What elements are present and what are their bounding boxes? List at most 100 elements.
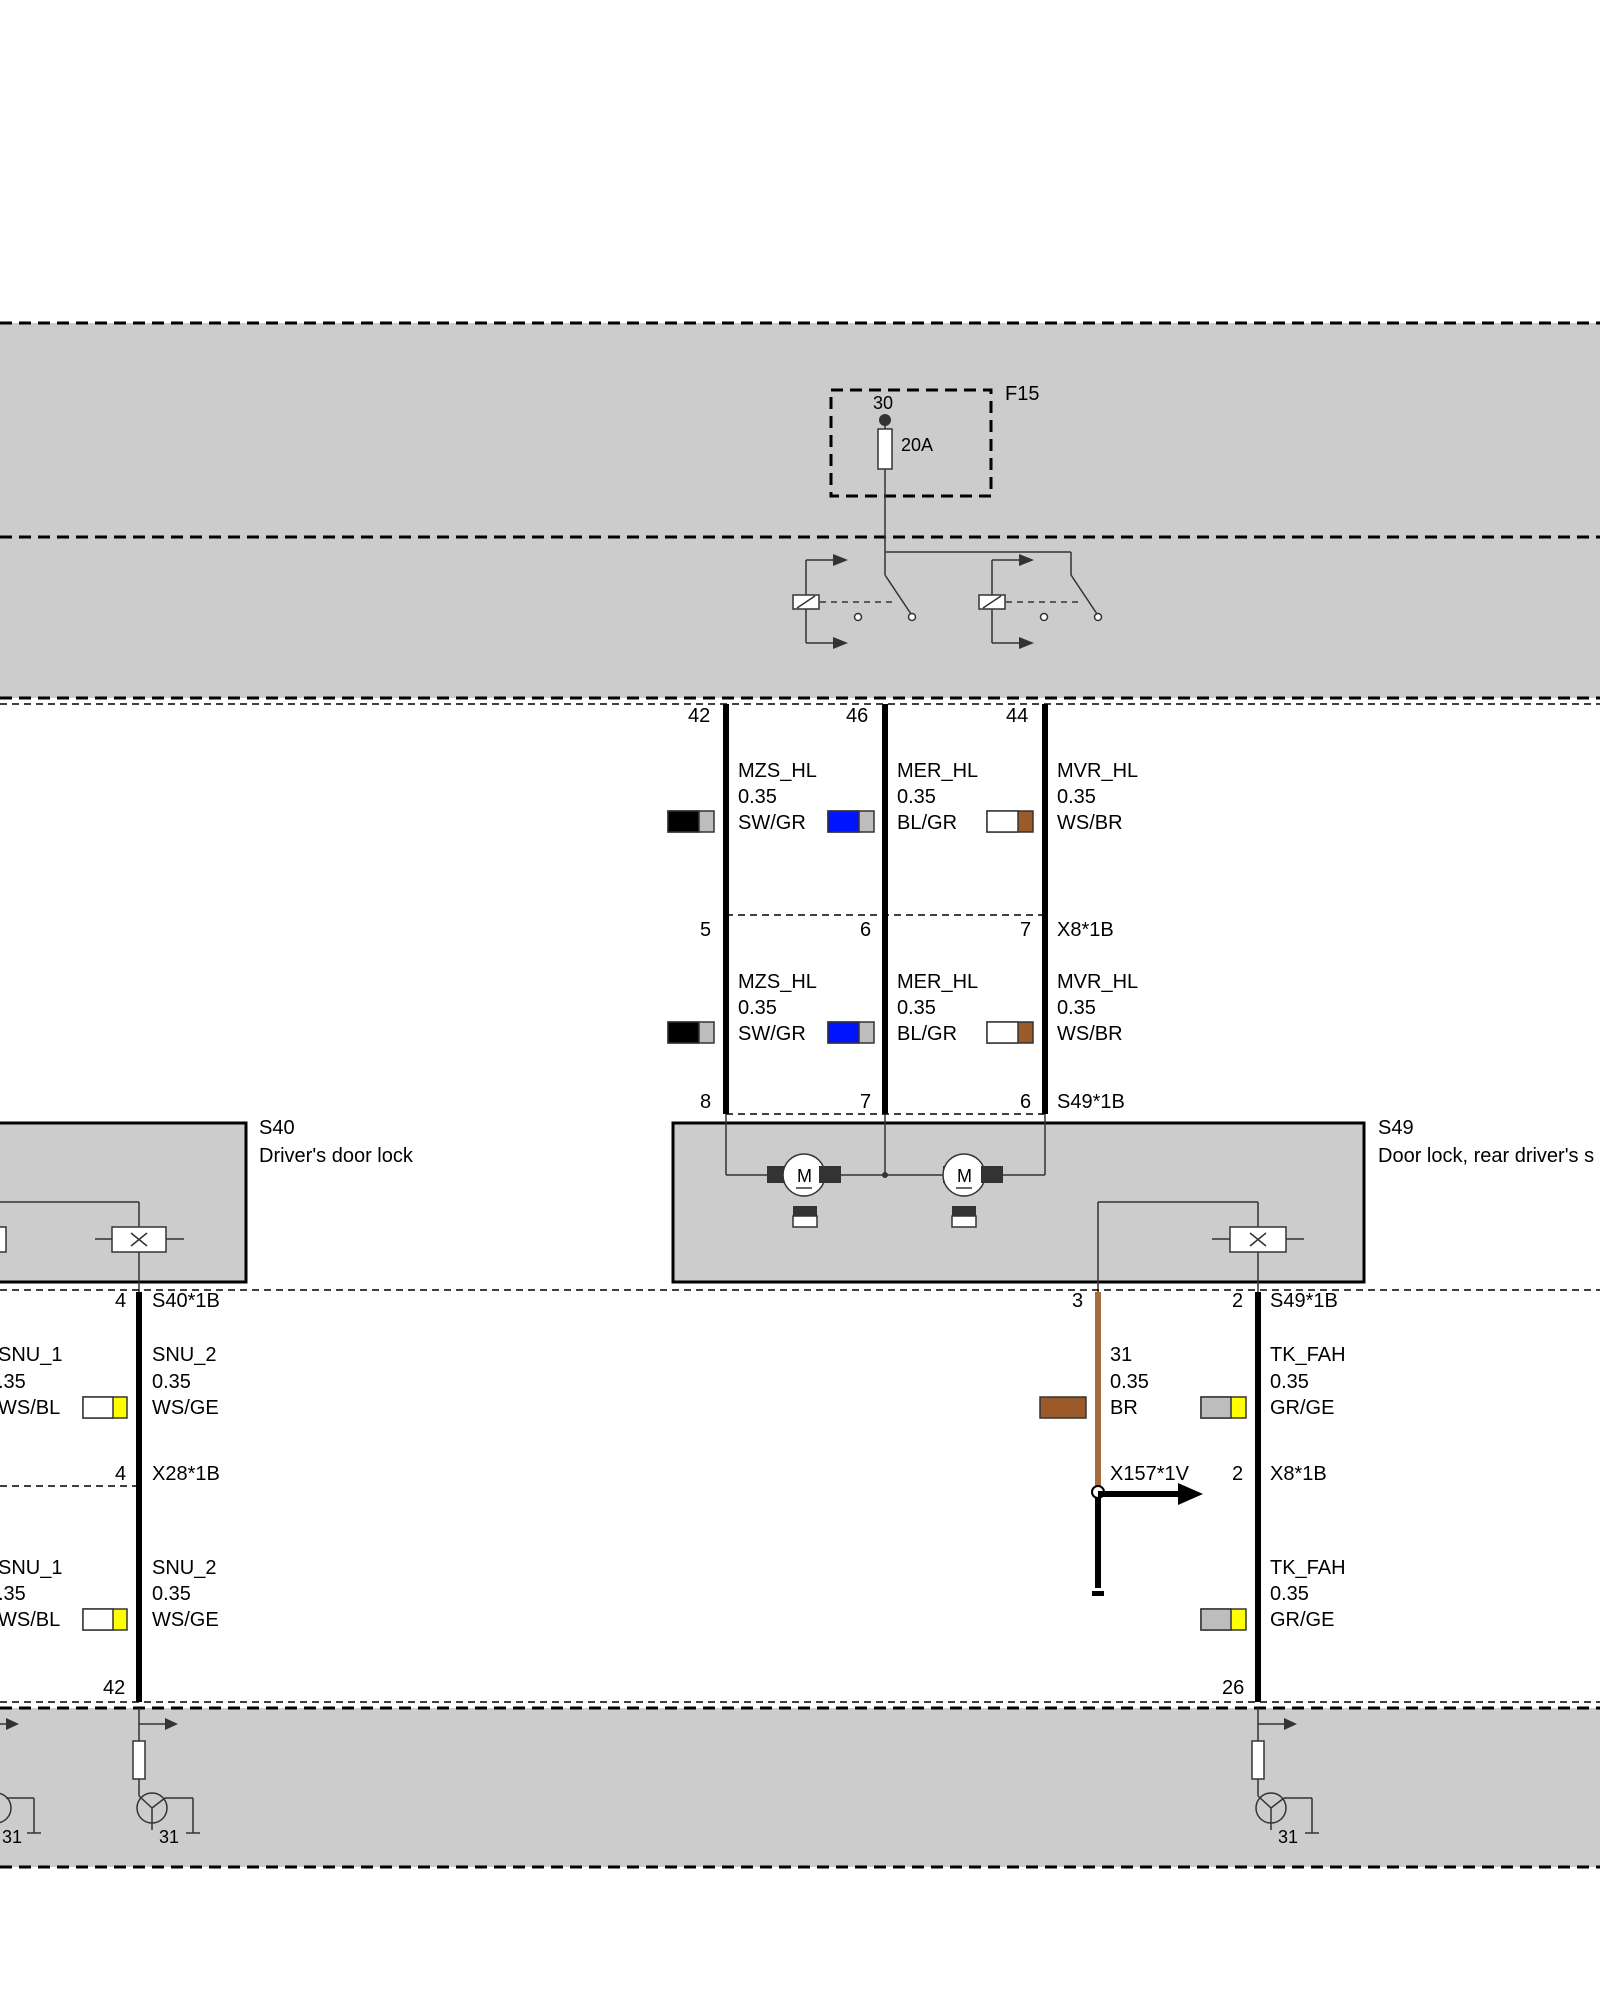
svg-text:M: M — [957, 1166, 972, 1186]
svg-text:MVR_HL: MVR_HL — [1057, 971, 1138, 993]
fuse-symbol-icon — [877, 428, 893, 470]
svg-text:0.35: 0.35 — [1270, 1371, 1309, 1393]
x28-pin: 4 — [115, 1463, 126, 1485]
wire-label-tk-upper: TK_FAH 0.35 GR/GE — [1200, 1344, 1346, 1419]
svg-text:MZS_HL: MZS_HL — [738, 971, 817, 993]
svg-text:WS/GE: WS/GE — [152, 1397, 219, 1419]
svg-text:M: M — [797, 1166, 812, 1186]
s49-top-connector: S49*1B — [1057, 1091, 1125, 1113]
svg-text:SW/GR: SW/GR — [738, 812, 806, 834]
transistor-icon: 31 — [0, 1718, 41, 1847]
svg-text:0.35: 0.35 — [1057, 786, 1096, 808]
svg-text:.35: .35 — [0, 1583, 26, 1605]
svg-text:MZS_HL: MZS_HL — [738, 760, 817, 782]
s40-pin: 4 — [115, 1290, 126, 1312]
s49-pin-3: 3 — [1072, 1290, 1083, 1312]
transistor-icon: 31 — [132, 1708, 200, 1847]
relay-icon — [792, 551, 1103, 649]
x8-connector: X8*1B — [1057, 919, 1114, 941]
wire-label-snu2-lower: SNU_2 0.35 WS/GE — [152, 1557, 219, 1631]
svg-text:GR/GE: GR/GE — [1270, 1397, 1334, 1419]
s49-pin-8: 8 — [700, 1091, 711, 1113]
svg-text:0.35: 0.35 — [1110, 1371, 1149, 1393]
svg-text:SW/GR: SW/GR — [738, 1023, 806, 1045]
svg-text:WS/BL: WS/BL — [0, 1609, 60, 1631]
x8-lower-connector: X8*1B — [1270, 1463, 1327, 1485]
wire-label-upper-3: MVR_HL 0.35 WS/BR — [986, 760, 1138, 834]
pin-42-top: 42 — [688, 705, 710, 727]
svg-text:WS/BR: WS/BR — [1057, 812, 1123, 834]
pin-44-top: 44 — [1006, 705, 1028, 727]
svg-text:BL/GR: BL/GR — [897, 1023, 957, 1045]
svg-text:TK_FAH: TK_FAH — [1270, 1557, 1346, 1579]
svg-text:0.35: 0.35 — [152, 1583, 191, 1605]
x8-pin-6: 6 — [860, 919, 871, 941]
motor-icon: M — [942, 1114, 1046, 1228]
svg-text:31: 31 — [159, 1827, 179, 1847]
control-unit-panel-bottom — [0, 1708, 1600, 1867]
svg-text:0.35: 0.35 — [738, 786, 777, 808]
svg-text:.35: .35 — [0, 1371, 26, 1393]
svg-text:WS/GE: WS/GE — [152, 1609, 219, 1631]
wire-label-lower-3: MVR_HL 0.35 WS/BR — [986, 971, 1138, 1045]
motor-icon: M — [725, 1114, 943, 1228]
wire-label-snu2-upper: SNU_2 0.35 WS/GE — [152, 1344, 219, 1419]
fuse-terminal: 30 — [873, 393, 893, 413]
fuse-box — [829, 388, 993, 498]
svg-text:GR/GE: GR/GE — [1270, 1609, 1334, 1631]
control-unit-panel-top — [0, 323, 1600, 698]
fuse-name: F15 — [1005, 383, 1039, 405]
svg-text:31: 31 — [1110, 1344, 1132, 1366]
s49-pin-6: 6 — [1020, 1091, 1031, 1113]
s40-connector: S40*1B — [152, 1290, 220, 1312]
svg-text:0.35: 0.35 — [152, 1371, 191, 1393]
transistor-icon: 31 — [1251, 1708, 1319, 1847]
s49-bottom-connector: S49*1B — [1270, 1290, 1338, 1312]
x28-connector: X28*1B — [152, 1463, 220, 1485]
svg-text:0.35: 0.35 — [897, 997, 936, 1019]
svg-text:WS/BL: WS/BL — [0, 1397, 60, 1419]
s49-desc: Door lock, rear driver's s — [1378, 1145, 1594, 1167]
svg-text:WS/BR: WS/BR — [1057, 1023, 1123, 1045]
svg-text:SNU_2: SNU_2 — [152, 1557, 216, 1579]
fuse-rating: 20A — [901, 435, 933, 455]
svg-text:TK_FAH: TK_FAH — [1270, 1344, 1346, 1366]
wire-label-upper-2: MER_HL 0.35 BL/GR — [827, 760, 978, 834]
s49-id: S49 — [1378, 1117, 1414, 1139]
wire-label-upper-1: MZS_HL 0.35 SW/GR — [667, 760, 817, 834]
switch-icon — [1097, 1201, 1304, 1292]
svg-text:MER_HL: MER_HL — [897, 971, 978, 993]
x8-lower-pin: 2 — [1232, 1463, 1243, 1485]
bottom-pin-right: 26 — [1222, 1677, 1244, 1699]
bottom-pin-left: 42 — [103, 1677, 125, 1699]
svg-text:BL/GR: BL/GR — [897, 812, 957, 834]
wire-label-lower-2: MER_HL 0.35 BL/GR — [827, 971, 978, 1045]
svg-text:MVR_HL: MVR_HL — [1057, 760, 1138, 782]
s40-id: S40 — [259, 1117, 295, 1139]
x8-pin-5: 5 — [700, 919, 711, 941]
x157-connector: X157*1V — [1110, 1463, 1190, 1485]
s49-pin-2: 2 — [1232, 1290, 1243, 1312]
wire-label-lower-1: MZS_HL 0.35 SW/GR — [667, 971, 817, 1045]
s49-component — [671, 1121, 1366, 1284]
svg-text:SNU_2: SNU_2 — [152, 1344, 216, 1366]
svg-text:31: 31 — [1278, 1827, 1298, 1847]
svg-text:SNU_1: SNU_1 — [0, 1557, 62, 1579]
svg-text:BR: BR — [1110, 1397, 1138, 1419]
switch-icon — [0, 1201, 184, 1292]
wire-label-gnd: 31 0.35 BR — [1039, 1344, 1149, 1419]
pin-46-top: 46 — [846, 705, 868, 727]
svg-text:31: 31 — [2, 1827, 22, 1847]
s49-pin-7: 7 — [860, 1091, 871, 1113]
svg-text:0.35: 0.35 — [1057, 997, 1096, 1019]
svg-text:0.35: 0.35 — [897, 786, 936, 808]
svg-text:MER_HL: MER_HL — [897, 760, 978, 782]
wire-label-tk-lower: TK_FAH 0.35 GR/GE — [1200, 1557, 1346, 1631]
s40-desc: Driver's door lock — [259, 1145, 414, 1167]
wire-label-snu1-upper: SNU_1 .35 WS/BL — [0, 1344, 128, 1419]
x8-pin-7: 7 — [1020, 919, 1031, 941]
svg-text:0.35: 0.35 — [738, 997, 777, 1019]
wire-label-snu1-lower: SNU_1 .35 WS/BL — [0, 1557, 128, 1631]
